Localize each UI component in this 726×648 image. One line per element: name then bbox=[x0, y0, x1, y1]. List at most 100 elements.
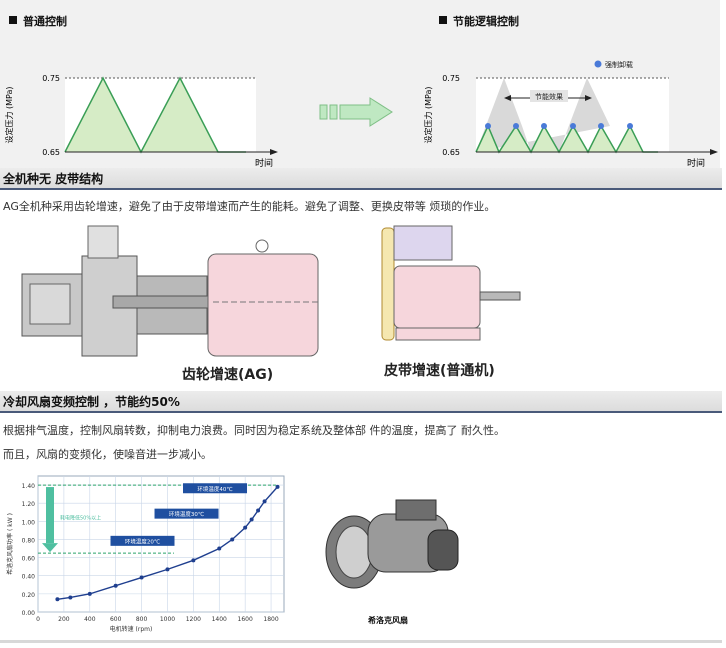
sirocco-fan-label: 希洛克风扇 bbox=[368, 616, 408, 625]
beltless-description: AG全机种采用齿轮增速，避免了由于皮带增速而产生的能耗。避免了调整、更换皮带等 … bbox=[3, 200, 496, 213]
x-tick-label: 1400 bbox=[212, 616, 227, 623]
pressure-line bbox=[475, 124, 658, 154]
x-tick-label: 800 bbox=[136, 616, 148, 623]
x-tick-label: 1600 bbox=[238, 616, 253, 623]
x-tick-label: 1200 bbox=[186, 616, 201, 623]
fan-control-description: 根据排气温度，控制风扇转数，抑制电力浪费。同时因为稳定系统及整体部 件的温度，提… bbox=[3, 424, 505, 437]
data-point bbox=[191, 558, 196, 563]
y-tick-label: 0.80 bbox=[22, 537, 36, 544]
arrow-head bbox=[339, 97, 393, 127]
y-tick-label: 0.40 bbox=[22, 574, 36, 581]
y-axis-label: 希洛克风扇功率 ( kW ) bbox=[6, 513, 14, 575]
temperature-label: 环境温度40℃ bbox=[197, 485, 232, 493]
legend-label: 强制卸载 bbox=[605, 60, 633, 69]
middle-panel bbox=[280, 0, 418, 168]
x-tick-label: 200 bbox=[58, 616, 70, 623]
section-heading-beltless: 全机种无 皮带结构 bbox=[0, 168, 722, 190]
unload-point bbox=[627, 123, 633, 129]
belt-drive-caption: 皮带增速(普通机) bbox=[384, 363, 495, 379]
arrow-bar-1 bbox=[319, 104, 328, 120]
data-point bbox=[249, 517, 254, 522]
pressure-fill bbox=[65, 78, 218, 152]
intake-valve bbox=[87, 225, 119, 259]
right-chart-title: 节能逻辑控制 bbox=[453, 14, 519, 28]
reduction-label: 耗电降低50%以上 bbox=[60, 515, 101, 522]
unload-point bbox=[570, 123, 576, 129]
reduction-arrow-head bbox=[42, 543, 58, 553]
data-point bbox=[243, 525, 248, 530]
normal-control-panel: 普通控制 0.75 0.65 设定压力 (MPa) 时间 bbox=[0, 0, 280, 169]
y-tick-label: 0.20 bbox=[22, 592, 36, 599]
y-tick-065: 0.65 bbox=[442, 148, 460, 157]
data-point bbox=[165, 567, 170, 572]
unload-point bbox=[598, 123, 604, 129]
noise-description: 而且，风扇的变频化，使噪音进一步减小。 bbox=[3, 448, 212, 461]
unload-point bbox=[513, 123, 519, 129]
legend-dot-icon bbox=[594, 60, 602, 68]
unload-points bbox=[485, 123, 633, 129]
x-tick-label: 1800 bbox=[263, 616, 278, 623]
logic-control-panel: 节能逻辑控制 节能效果 强制卸载 0.75 0.65 设定压力 (MPa) 时间 bbox=[418, 0, 720, 169]
unload-point bbox=[485, 123, 491, 129]
energy-saving-annotation: 节能效果 bbox=[535, 92, 563, 101]
left-chart-ylabel: 设定压力 (MPa) bbox=[4, 86, 14, 143]
right-chart-xlabel: 时间 bbox=[687, 157, 705, 168]
data-point bbox=[230, 537, 235, 542]
bullet-square-icon bbox=[439, 16, 447, 24]
y-tick-label: 1.20 bbox=[22, 501, 36, 508]
data-point bbox=[139, 575, 144, 580]
data-point bbox=[262, 499, 267, 504]
x-axis-arrow bbox=[270, 149, 278, 155]
y-tick-075: 0.75 bbox=[442, 74, 460, 83]
section-heading-fan-control: 冷却风扇变频控制 ，节能约50% bbox=[0, 391, 722, 413]
data-point bbox=[87, 591, 92, 596]
y-tick-065: 0.65 bbox=[42, 148, 60, 157]
motor bbox=[207, 253, 319, 357]
lifting-eye bbox=[255, 239, 269, 253]
temperature-label-box bbox=[183, 483, 248, 494]
gear-drive-caption: 齿轮增速(AG) bbox=[182, 367, 274, 383]
sirocco-fan-image bbox=[310, 480, 470, 600]
pressure-fill bbox=[476, 126, 643, 152]
effect-arrow-left bbox=[504, 95, 511, 101]
y-tick-label: 0.60 bbox=[22, 556, 36, 563]
rotor-housing bbox=[29, 283, 71, 325]
arrow-bar-2 bbox=[329, 104, 338, 120]
y-tick-label: 1.40 bbox=[22, 483, 36, 490]
normal-control-chart: 普通控制 0.75 0.65 设定压力 (MPa) 时间 bbox=[4, 14, 278, 169]
belt-drive-illustration bbox=[381, 225, 521, 341]
x-tick-label: 600 bbox=[110, 616, 122, 623]
data-point bbox=[113, 583, 118, 588]
unload-point bbox=[541, 123, 547, 129]
temperature-label: 环境温度20℃ bbox=[125, 537, 160, 545]
fan-cooling-fins bbox=[427, 529, 459, 571]
temperature-label-box bbox=[110, 535, 175, 546]
y-tick-075: 0.75 bbox=[42, 74, 60, 83]
logic-control-chart: 节能逻辑控制 节能效果 强制卸载 0.75 0.65 设定压力 (MPa) 时间 bbox=[423, 14, 718, 169]
y-tick-label: 0.00 bbox=[22, 610, 36, 617]
fan-hub bbox=[335, 525, 373, 579]
gear-drive-illustration bbox=[18, 216, 324, 364]
belt bbox=[381, 227, 395, 341]
temperature-label: 环境温度30℃ bbox=[169, 510, 204, 518]
x-tick-label: 1000 bbox=[160, 616, 175, 623]
left-chart-title: 普通控制 bbox=[23, 14, 67, 28]
belt-shaft bbox=[479, 291, 521, 301]
temperature-label-box bbox=[154, 508, 219, 519]
bottom-divider bbox=[0, 640, 722, 643]
fan-terminal-box bbox=[395, 499, 437, 521]
reduction-arrow-shaft bbox=[46, 487, 54, 544]
belt-motor bbox=[393, 265, 481, 329]
data-point bbox=[55, 597, 60, 602]
left-chart-xlabel: 时间 bbox=[255, 157, 273, 168]
data-point bbox=[217, 546, 222, 551]
right-chart-ylabel: 设定压力 (MPa) bbox=[423, 86, 433, 143]
effect-arrow-right bbox=[585, 95, 592, 101]
x-axis-label: 电机转速 (rpm) bbox=[110, 625, 153, 633]
x-tick-label: 400 bbox=[84, 616, 96, 623]
bullet-square-icon bbox=[9, 16, 17, 24]
effect-label-bg bbox=[530, 90, 568, 102]
transition-arrow bbox=[319, 97, 393, 127]
airend bbox=[393, 225, 453, 261]
